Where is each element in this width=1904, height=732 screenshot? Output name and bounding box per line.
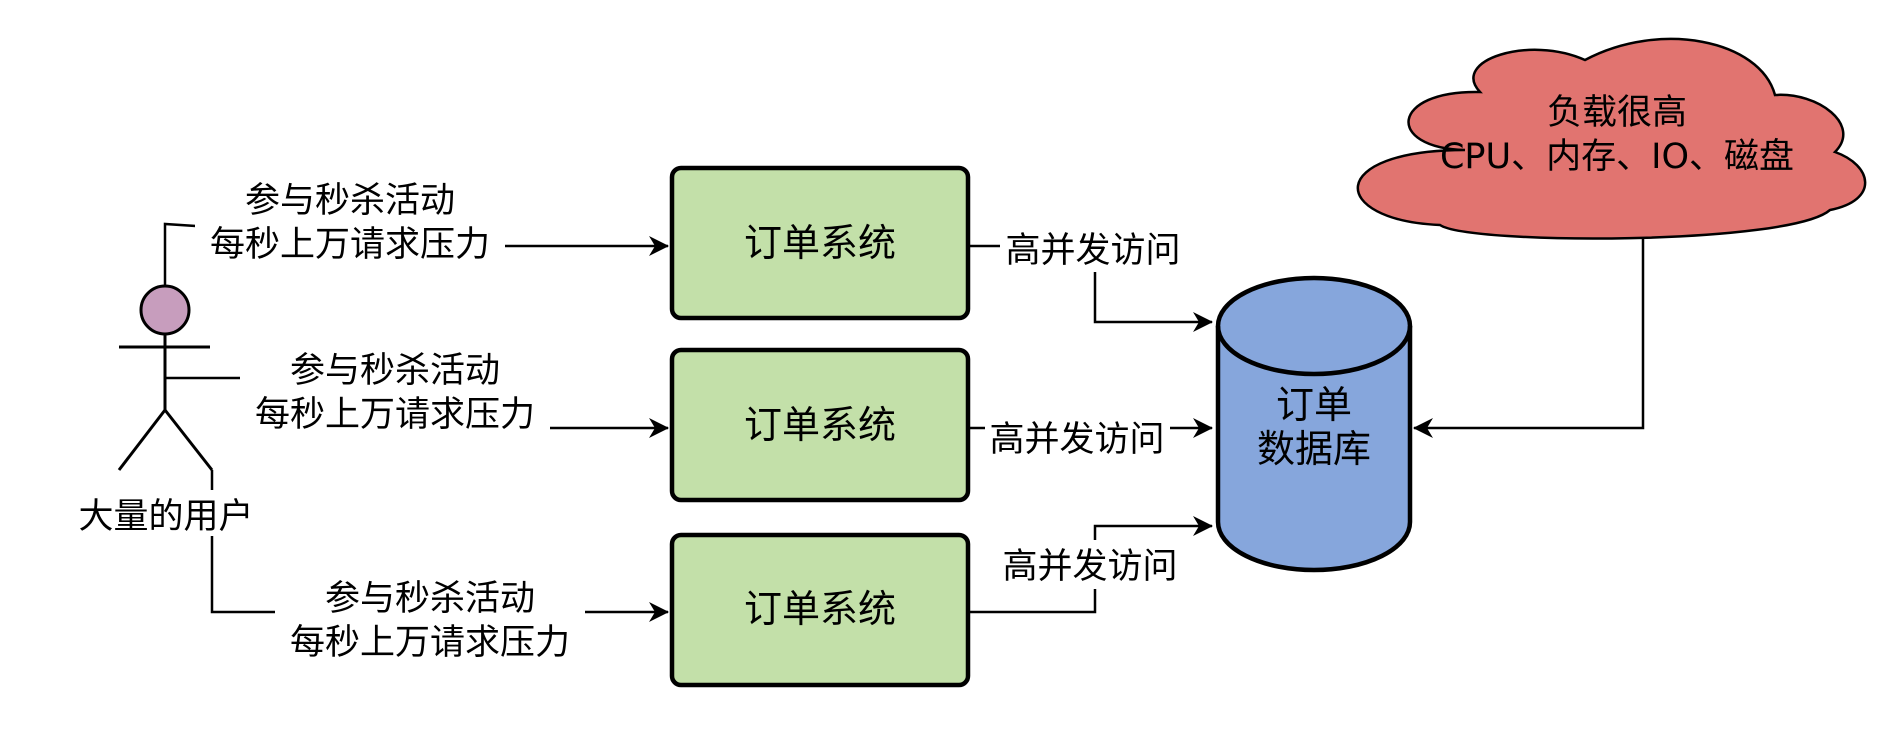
request-label-3-line1: 参与秒杀活动 xyxy=(325,579,535,619)
order-system-box-1[interactable] xyxy=(669,165,971,321)
cloud-label-line2: CPU、内存、IO、磁盘 xyxy=(1440,137,1794,177)
actor-head xyxy=(139,284,191,336)
load-cloud xyxy=(1356,37,1867,240)
request-label-3-line2: 每秒上万请求压力 xyxy=(290,623,570,663)
database-label-line2: 数据库 xyxy=(1257,427,1371,471)
db-access-label-3: 高并发访问 xyxy=(1002,547,1177,587)
request-label-1-line1: 参与秒杀活动 xyxy=(245,181,455,221)
order-system-label-2: 订单系统 xyxy=(744,403,896,447)
cloud-label-line1: 负载很高 xyxy=(1547,93,1687,133)
request-label-1-line2: 每秒上万请求压力 xyxy=(210,225,490,265)
order-system-box-2[interactable] xyxy=(669,347,971,503)
user-actor xyxy=(117,284,214,471)
actor-label: 大量的用户 xyxy=(78,497,253,537)
request-label-2-line2: 每秒上万请求压力 xyxy=(255,395,535,435)
db-access-label-2: 高并发访问 xyxy=(989,420,1164,460)
connector-cloud-to-db xyxy=(1413,232,1645,438)
request-label-2-line1: 参与秒杀活动 xyxy=(290,351,500,391)
db-access-label-1: 高并发访问 xyxy=(1005,231,1180,271)
order-database[interactable] xyxy=(1215,275,1413,573)
database-label-line1: 订单 xyxy=(1276,383,1352,427)
database-body xyxy=(1215,275,1413,573)
order-system-label-3: 订单系统 xyxy=(744,587,896,631)
order-system-label-1: 订单系统 xyxy=(744,221,896,265)
connector-order-system-3-to-db xyxy=(968,526,1212,614)
order-system-box-3[interactable] xyxy=(669,532,971,688)
connector-order-system-1-to-db xyxy=(968,244,1212,322)
database-rim xyxy=(1215,325,1413,377)
